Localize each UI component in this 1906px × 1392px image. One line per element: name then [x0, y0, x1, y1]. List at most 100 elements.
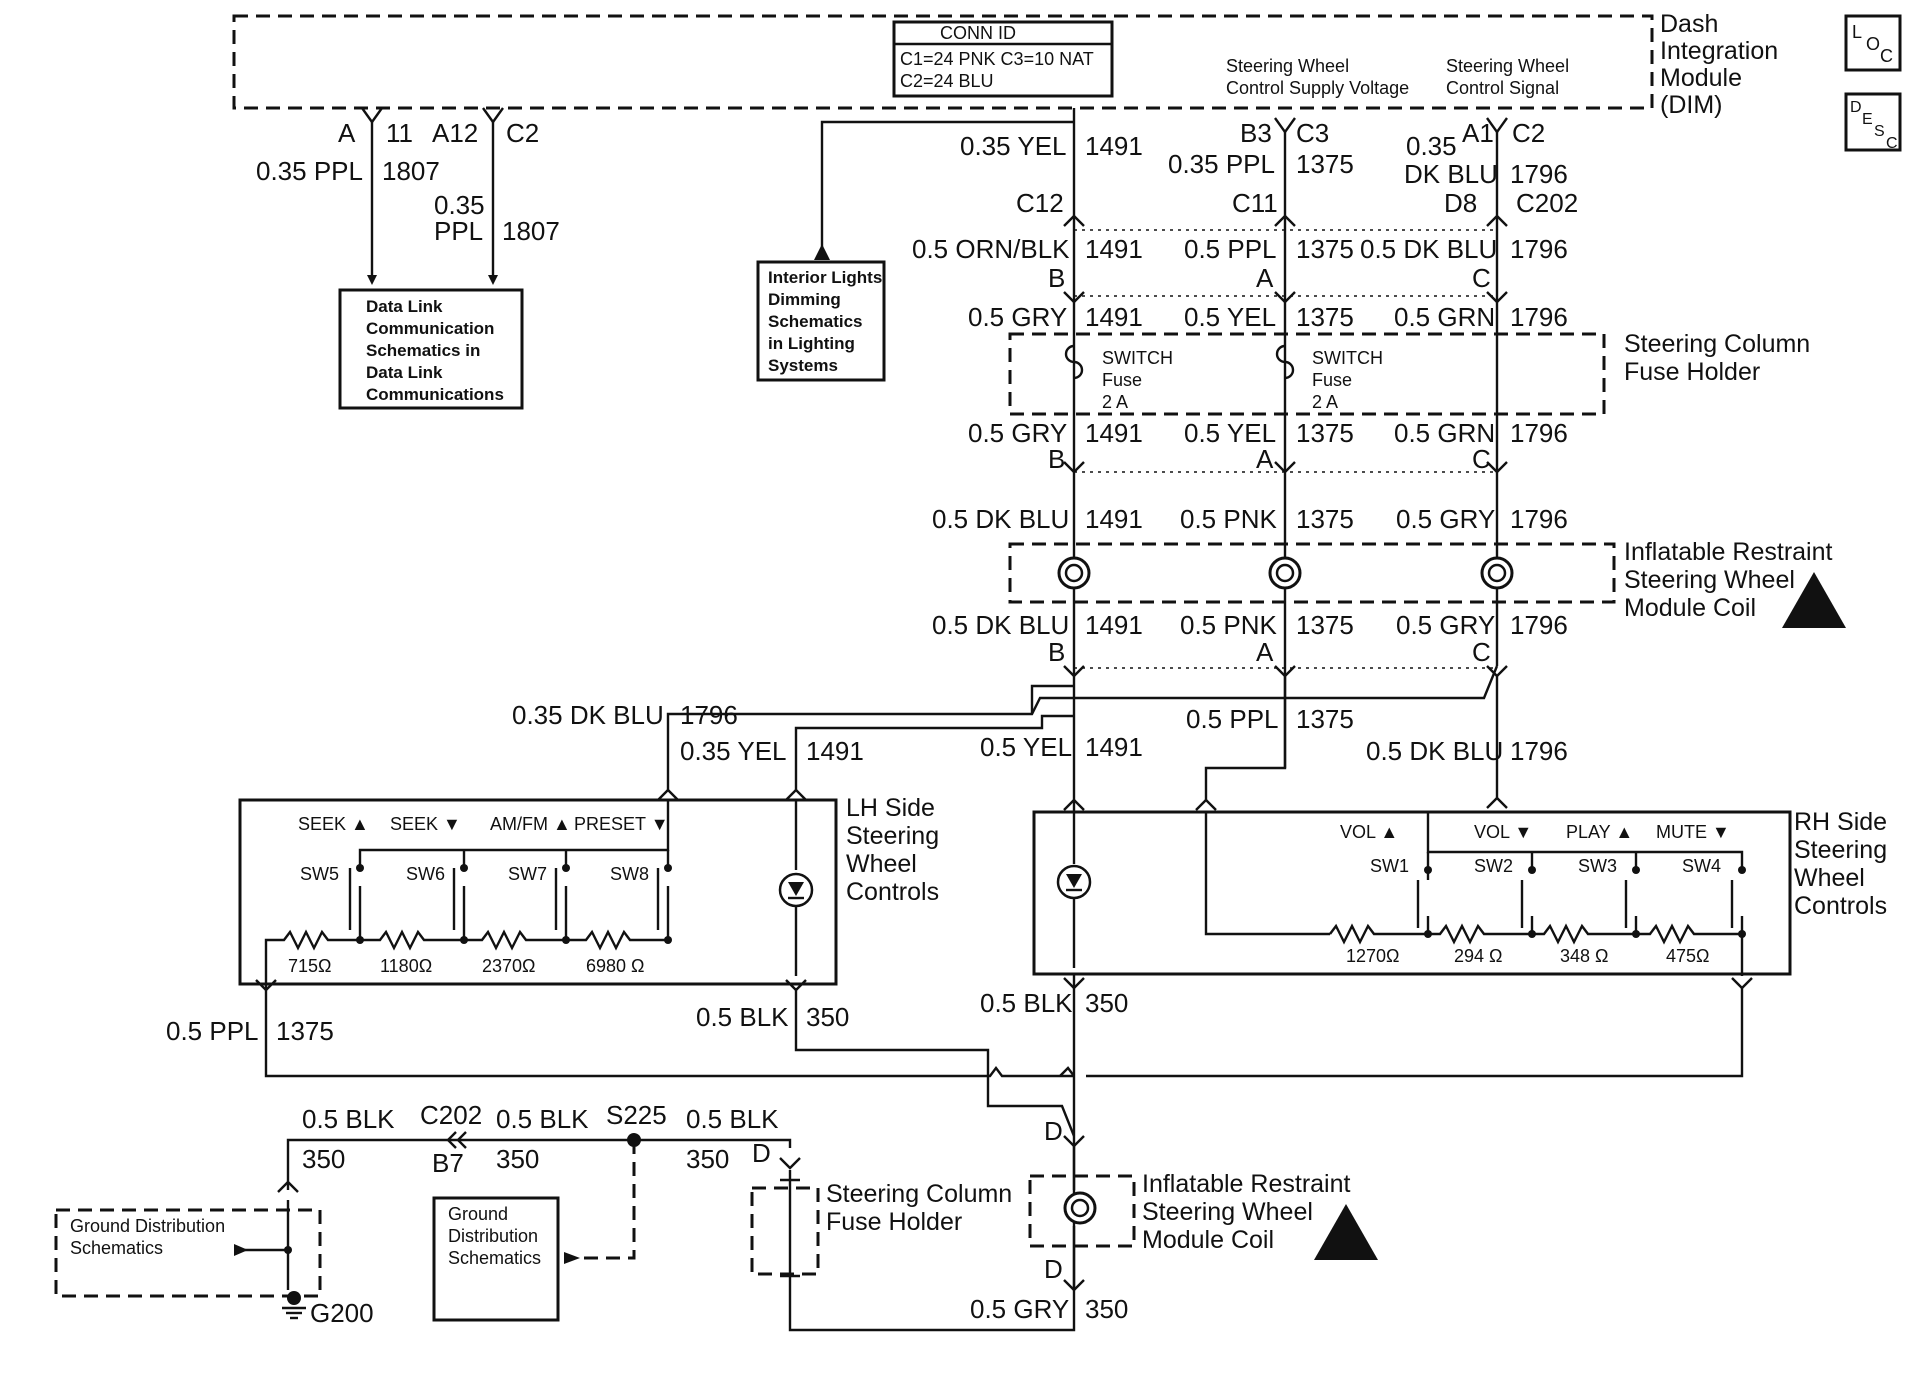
- dim-title-2: Integration: [1660, 37, 1778, 65]
- svg-text:Fuse Holder: Fuse Holder: [1624, 358, 1760, 386]
- svg-text:Steering: Steering: [1794, 836, 1887, 864]
- svg-text:2 A: 2 A: [1102, 392, 1128, 412]
- svg-text:Controls: Controls: [846, 878, 939, 906]
- svg-text:SW2: SW2: [1474, 856, 1513, 876]
- svg-text:1375: 1375: [1296, 234, 1354, 264]
- svg-text:Steering Column: Steering Column: [826, 1180, 1012, 1208]
- conn-id-title: CONN ID: [940, 23, 1016, 43]
- svg-text:C2: C2: [1512, 118, 1545, 148]
- svg-text:1180Ω: 1180Ω: [380, 956, 432, 976]
- ground-distribution-box[interactable]: Ground Distribution Schematics: [432, 1196, 560, 1322]
- dimming-ref[interactable]: Interior Lights Dimming Schematics in Li…: [756, 120, 1074, 382]
- svg-text:350: 350: [686, 1144, 729, 1174]
- svg-text:1796: 1796: [1510, 234, 1568, 264]
- svg-text:C12: C12: [1016, 188, 1064, 218]
- svg-text:Fuse: Fuse: [1312, 370, 1352, 390]
- airbag-warning-icon: [1782, 572, 1846, 628]
- swc-signal-label-1: Steering Wheel: [1446, 56, 1569, 76]
- svg-text:Ground Distribution: Ground Distribution: [70, 1216, 225, 1236]
- svg-text:SW5: SW5: [300, 864, 339, 884]
- svg-text:VOL ▲: VOL ▲: [1340, 822, 1398, 842]
- main-wire-labels: 0.35 YEL 1491 B3 C3 0.35 PPL 1375 0.35 A…: [912, 118, 1578, 667]
- svg-text:Steering: Steering: [846, 822, 939, 850]
- loc-badge[interactable]: L O C: [1844, 14, 1902, 72]
- svg-text:SW8: SW8: [610, 864, 649, 884]
- svg-text:A: A: [1256, 444, 1274, 474]
- svg-text:475Ω: 475Ω: [1666, 946, 1710, 966]
- svg-text:Fuse: Fuse: [1102, 370, 1142, 390]
- svg-text:1491: 1491: [1085, 418, 1143, 448]
- svg-text:0.35: 0.35: [1406, 131, 1457, 161]
- svg-text:O: O: [1866, 34, 1880, 54]
- svg-text:Controls: Controls: [1794, 892, 1887, 920]
- svg-text:0.35 PPL: 0.35 PPL: [256, 156, 363, 186]
- svg-text:Steering Column: Steering Column: [1624, 330, 1810, 358]
- svg-text:1796: 1796: [1510, 159, 1568, 189]
- svg-text:0.5 GRN: 0.5 GRN: [1394, 418, 1495, 448]
- svg-text:0.5 BLK: 0.5 BLK: [696, 1002, 789, 1032]
- svg-text:1491: 1491: [1085, 732, 1143, 762]
- svg-text:0.35: 0.35: [434, 190, 485, 220]
- svg-text:C: C: [1880, 46, 1893, 66]
- svg-text:Schematics: Schematics: [768, 312, 863, 331]
- svg-text:1491: 1491: [1085, 610, 1143, 640]
- svg-text:0.35 PPL: 0.35 PPL: [1168, 149, 1275, 179]
- svg-text:0.5 PPL: 0.5 PPL: [1184, 234, 1277, 264]
- svg-text:S225: S225: [606, 1100, 667, 1130]
- svg-text:11: 11: [386, 118, 413, 148]
- svg-text:MUTE ▼: MUTE ▼: [1656, 822, 1730, 842]
- svg-text:0.5 YEL: 0.5 YEL: [1184, 418, 1276, 448]
- svg-text:Distribution: Distribution: [448, 1226, 538, 1246]
- svg-text:1375: 1375: [276, 1016, 334, 1046]
- svg-text:C: C: [1472, 263, 1491, 293]
- svg-text:E: E: [1862, 111, 1873, 128]
- svg-text:SW6: SW6: [406, 864, 445, 884]
- svg-text:Module Coil: Module Coil: [1624, 594, 1756, 622]
- svg-text:1375: 1375: [1296, 149, 1354, 179]
- svg-text:1375: 1375: [1296, 418, 1354, 448]
- svg-text:0.5 DK BLU: 0.5 DK BLU: [1360, 234, 1497, 264]
- svg-text:1375: 1375: [1296, 704, 1354, 734]
- svg-text:C: C: [1472, 637, 1491, 667]
- svg-text:0.35 YEL: 0.35 YEL: [680, 736, 787, 766]
- svg-text:D: D: [1044, 1116, 1063, 1146]
- svg-text:Interior Lights: Interior Lights: [768, 268, 882, 287]
- dim-title-1: Dash: [1660, 10, 1718, 38]
- svg-text:1796: 1796: [1510, 418, 1568, 448]
- svg-text:1796: 1796: [1510, 736, 1568, 766]
- airbag-warning-icon: [1314, 1204, 1378, 1260]
- svg-text:Steering Wheel: Steering Wheel: [1624, 566, 1795, 594]
- svg-text:1796: 1796: [1510, 610, 1568, 640]
- svg-text:1375: 1375: [1296, 610, 1354, 640]
- svg-text:2 A: 2 A: [1312, 392, 1338, 412]
- svg-text:RH Side: RH Side: [1794, 808, 1887, 836]
- svg-text:S: S: [1874, 123, 1885, 140]
- svg-text:1491: 1491: [1085, 234, 1143, 264]
- svg-text:SW1: SW1: [1370, 856, 1409, 876]
- svg-text:C11: C11: [1232, 188, 1278, 218]
- svg-text:1796: 1796: [680, 700, 738, 730]
- svg-text:1796: 1796: [1510, 302, 1568, 332]
- dash-integration-module: CONN ID C1=24 PNK C3=10 NAT C2=24 BLU St…: [232, 10, 1778, 119]
- ground-distribution-left[interactable]: G200 Ground Distribution Schematics: [54, 1180, 374, 1328]
- svg-text:0.5 GRY: 0.5 GRY: [1396, 610, 1495, 640]
- svg-text:SEEK ▲: SEEK ▲: [298, 814, 369, 834]
- svg-text:B: B: [1048, 637, 1065, 667]
- data-link-ref-box[interactable]: Data Link Communication Schematics in Da…: [338, 288, 524, 410]
- svg-text:0.5 PNK: 0.5 PNK: [1180, 610, 1277, 640]
- svg-text:DK BLU: DK BLU: [1404, 159, 1498, 189]
- svg-text:G200: G200: [310, 1298, 374, 1328]
- svg-text:0.5 ORN/BLK: 0.5 ORN/BLK: [912, 234, 1070, 264]
- svg-text:0.5 BLK: 0.5 BLK: [686, 1104, 779, 1134]
- dim-title-4: (DIM): [1660, 91, 1722, 119]
- lower-restraint-coil: D Inflatable Restraint Steering Wheel Mo…: [970, 1146, 1378, 1324]
- svg-text:PPL: PPL: [434, 216, 483, 246]
- svg-text:350: 350: [806, 1002, 849, 1032]
- svg-text:1375: 1375: [1296, 504, 1354, 534]
- svg-text:in Lighting: in Lighting: [768, 334, 855, 353]
- svg-text:Schematics: Schematics: [448, 1248, 541, 1268]
- svg-text:0.5 GRY: 0.5 GRY: [968, 418, 1067, 448]
- svg-text:350: 350: [1085, 1294, 1128, 1324]
- desc-badge[interactable]: D E S C: [1844, 92, 1902, 152]
